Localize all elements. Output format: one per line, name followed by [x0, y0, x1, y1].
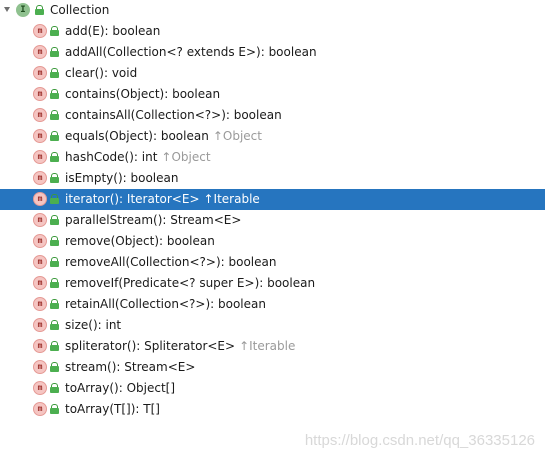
method-signature: clear(): void	[65, 66, 138, 80]
public-lock-icon	[50, 256, 59, 267]
method-icon: m	[33, 275, 47, 290]
method-row[interactable]: m toArray(T[]): T[]	[0, 399, 545, 420]
method-icon: m	[33, 401, 47, 416]
public-lock-icon	[50, 361, 59, 372]
method-row[interactable]: m removeIf(Predicate<? super E>): boolean	[0, 273, 545, 294]
method-icon: m	[33, 86, 47, 101]
method-icon: m	[33, 23, 47, 38]
method-icon: m	[33, 191, 47, 206]
method-signature: removeIf(Predicate<? super E>): boolean	[65, 276, 316, 290]
public-lock-icon	[50, 46, 59, 57]
method-signature: add(E): boolean	[65, 24, 161, 38]
method-signature: hashCode(): int	[65, 150, 158, 164]
method-row[interactable]: m isEmpty(): boolean	[0, 168, 545, 189]
method-row[interactable]: m spliterator(): Spliterator<E>↑Iterable	[0, 336, 545, 357]
inherited-from-label: ↑Object	[212, 129, 262, 143]
public-lock-icon	[50, 340, 59, 351]
method-signature: isEmpty(): boolean	[65, 171, 179, 185]
method-signature: toArray(T[]): T[]	[65, 402, 160, 416]
public-lock-icon	[50, 214, 59, 225]
public-lock-icon	[50, 235, 59, 246]
public-lock-icon	[50, 109, 59, 120]
method-icon: m	[33, 359, 47, 374]
method-signature: remove(Object): boolean	[65, 234, 215, 248]
method-row[interactable]: m addAll(Collection<? extends E>): boolea…	[0, 42, 545, 63]
public-lock-icon	[50, 403, 59, 414]
public-lock-icon	[50, 151, 59, 162]
method-icon: m	[33, 149, 47, 164]
public-lock-icon	[35, 4, 44, 15]
method-icon: m	[33, 44, 47, 59]
method-icon: m	[33, 254, 47, 269]
method-icon: m	[33, 233, 47, 248]
method-signature: removeAll(Collection<?>): boolean	[65, 255, 277, 269]
public-lock-icon	[50, 172, 59, 183]
method-row[interactable]: m stream(): Stream<E>	[0, 357, 545, 378]
public-lock-icon	[50, 193, 59, 204]
public-lock-icon	[50, 88, 59, 99]
method-row[interactable]: m hashCode(): int↑Object	[0, 147, 545, 168]
method-row[interactable]: m retainAll(Collection<?>): boolean	[0, 294, 545, 315]
inherited-from-label: ↑Iterable	[203, 192, 260, 206]
method-row[interactable]: m containsAll(Collection<?>): boolean	[0, 105, 545, 126]
method-icon: m	[33, 107, 47, 122]
method-icon: m	[33, 170, 47, 185]
tree-root-collection[interactable]: I Collection	[0, 0, 545, 21]
public-lock-icon	[50, 382, 59, 393]
method-signature: retainAll(Collection<?>): boolean	[65, 297, 266, 311]
method-icon: m	[33, 212, 47, 227]
method-icon: m	[33, 65, 47, 80]
interface-icon: I	[16, 2, 30, 17]
method-row[interactable]: m contains(Object): boolean	[0, 84, 545, 105]
method-icon: m	[33, 317, 47, 332]
method-signature: contains(Object): boolean	[65, 87, 221, 101]
public-lock-icon	[50, 319, 59, 330]
method-row[interactable]: m size(): int	[0, 315, 545, 336]
public-lock-icon	[50, 277, 59, 288]
method-signature: toArray(): Object[]	[65, 381, 176, 395]
public-lock-icon	[50, 298, 59, 309]
method-signature: equals(Object): boolean	[65, 129, 209, 143]
method-signature: stream(): Stream<E>	[65, 360, 196, 374]
method-signature: spliterator(): Spliterator<E>	[65, 339, 236, 353]
method-row[interactable]: m add(E): boolean	[0, 21, 545, 42]
method-row[interactable]: m clear(): void	[0, 63, 545, 84]
method-row[interactable]: m remove(Object): boolean	[0, 231, 545, 252]
method-icon: m	[33, 296, 47, 311]
method-icon: m	[33, 380, 47, 395]
method-signature: addAll(Collection<? extends E>): boolean	[65, 45, 317, 59]
public-lock-icon	[50, 67, 59, 78]
method-signature: containsAll(Collection<?>): boolean	[65, 108, 282, 122]
structure-tree: I Collection m add(E): boolean m addAll(Coll…	[0, 0, 545, 420]
method-icon: m	[33, 128, 47, 143]
method-row[interactable]: m toArray(): Object[]	[0, 378, 545, 399]
method-signature: size(): int	[65, 318, 122, 332]
method-icon: m	[33, 338, 47, 353]
method-list: m add(E): boolean m addAll(Collection<? ext…	[0, 21, 545, 420]
public-lock-icon	[50, 130, 59, 141]
inherited-from-label: ↑Iterable	[239, 339, 296, 353]
method-signature: iterator(): Iterator<E>	[65, 192, 200, 206]
watermark: https://blog.csdn.net/qq_36335126	[304, 432, 535, 449]
method-row[interactable]: m parallelStream(): Stream<E>	[0, 210, 545, 231]
method-row[interactable]: m equals(Object): boolean↑Object	[0, 126, 545, 147]
method-signature: parallelStream(): Stream<E>	[65, 213, 242, 227]
root-label: Collection	[50, 3, 110, 17]
inherited-from-label: ↑Object	[161, 150, 211, 164]
method-row[interactable]: m removeAll(Collection<?>): boolean	[0, 252, 545, 273]
method-row[interactable]: m iterator(): Iterator<E>↑Iterable	[0, 189, 545, 210]
expand-arrow-icon[interactable]	[4, 7, 10, 12]
public-lock-icon	[50, 25, 59, 36]
